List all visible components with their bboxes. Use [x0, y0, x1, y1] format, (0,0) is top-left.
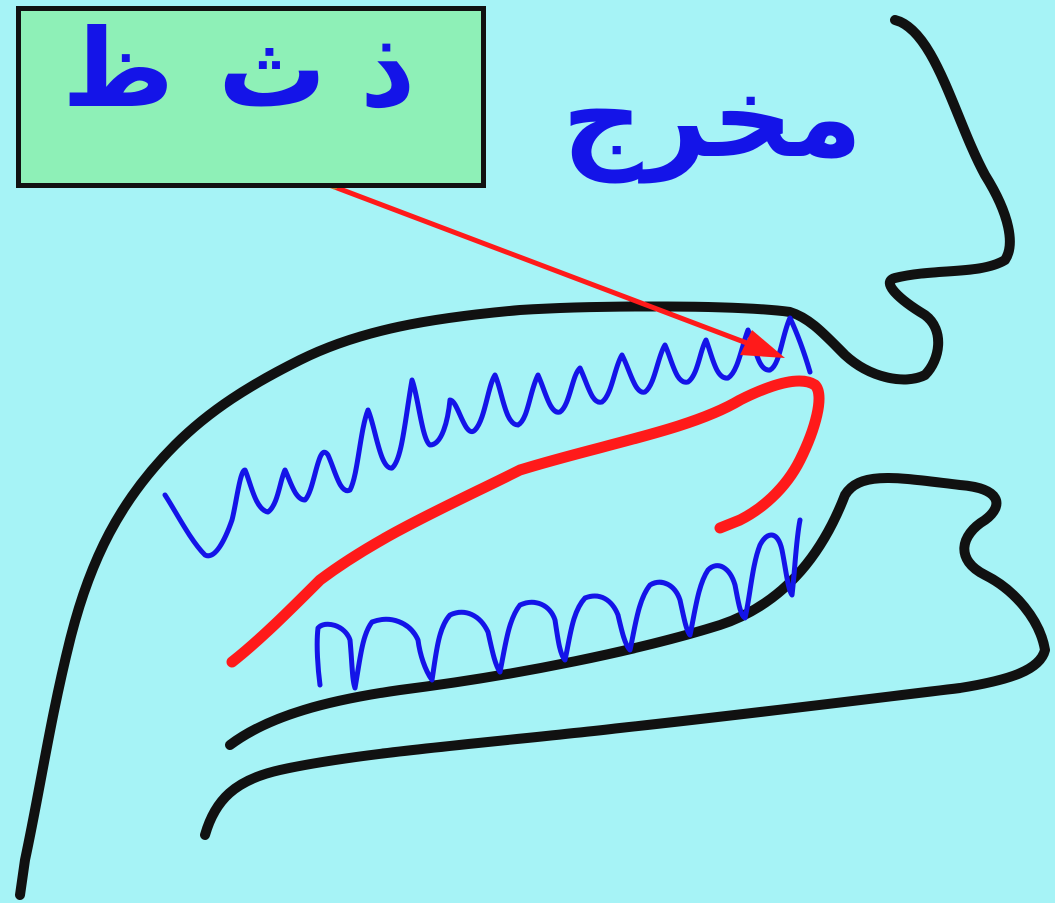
upper-teeth [165, 318, 810, 556]
heading-text: مخرج [562, 62, 862, 174]
letter-dhal: ذ [360, 16, 415, 124]
lower-jaw-outline [205, 478, 1045, 835]
letter-tha: ث [218, 16, 327, 124]
letter-zah: ظ [62, 16, 174, 124]
